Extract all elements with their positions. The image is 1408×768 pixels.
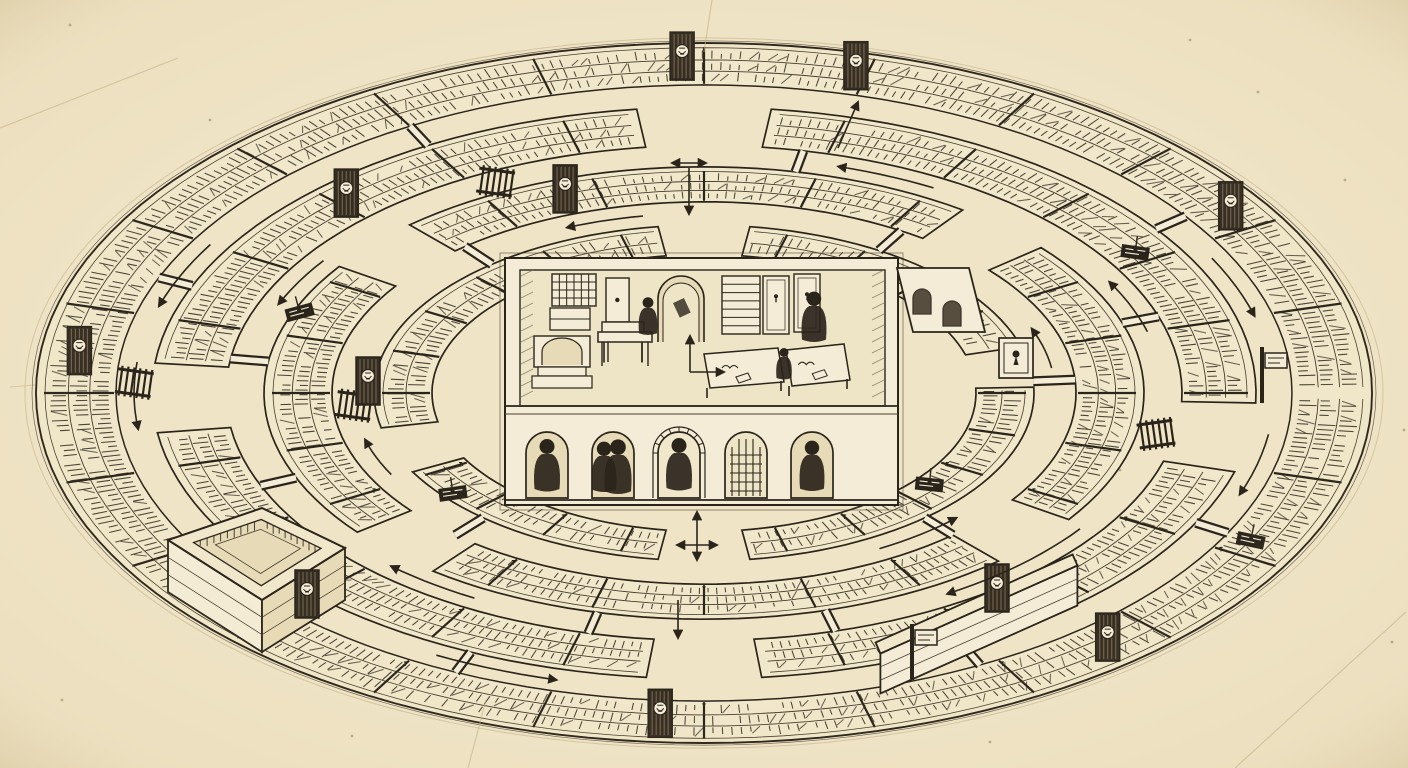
- paper-speck: [154, 558, 158, 562]
- signpost-pole: [910, 624, 914, 680]
- monk-robe: [638, 308, 658, 335]
- door: [647, 688, 673, 739]
- monk-robe: [604, 455, 632, 494]
- monk-head: [804, 440, 820, 455]
- panel-keyhole: [774, 294, 778, 299]
- monk-robe: [776, 357, 792, 380]
- paper-speck: [68, 23, 72, 27]
- hearth-base: [531, 375, 593, 389]
- monk-head: [779, 348, 789, 357]
- monk-head: [642, 297, 654, 308]
- door: [333, 168, 360, 218]
- paper-speck: [1390, 640, 1394, 644]
- door: [355, 356, 381, 406]
- furniture-shelfbox: [549, 307, 591, 331]
- monk-head: [671, 438, 687, 453]
- partition-wall-top: [1033, 376, 1076, 385]
- right-annex-arch-window: [912, 288, 932, 315]
- paper-speck: [1256, 90, 1260, 94]
- furniture-archdoor: [657, 275, 705, 342]
- door-emblem: [1100, 624, 1115, 640]
- door-emblem: [1223, 193, 1238, 208]
- paper-speck: [1118, 468, 1122, 472]
- door-emblem: [360, 368, 376, 384]
- furniture-panel: [762, 275, 790, 335]
- monk-head: [539, 439, 555, 454]
- door: [66, 325, 93, 376]
- door: [669, 31, 695, 81]
- door: [1094, 612, 1121, 662]
- monk-head: [806, 291, 822, 306]
- furniture-slats: [721, 275, 761, 335]
- monk-head: [596, 441, 612, 456]
- hearth-slab: [537, 366, 587, 377]
- door: [843, 40, 869, 91]
- furniture-hearth: [531, 335, 593, 389]
- door-emblem: [848, 53, 864, 68]
- right-annex-wall: [895, 267, 987, 333]
- door-emblem: [653, 701, 668, 716]
- door-emblem: [339, 181, 354, 196]
- paper-speck: [208, 118, 212, 122]
- door: [552, 164, 578, 214]
- door: [294, 569, 320, 619]
- desk-top: [703, 347, 785, 389]
- keyhole-wall-panel: [998, 337, 1034, 379]
- door: [1217, 181, 1244, 231]
- signpost-pole: [1260, 347, 1264, 403]
- paper-speck: [350, 734, 354, 738]
- right-annex-arch-window: [942, 300, 962, 327]
- chair-keyhole: [615, 297, 620, 303]
- signpost-board: [914, 629, 938, 646]
- paper-speck: [60, 698, 64, 702]
- paper-speck: [1402, 428, 1406, 432]
- door-emblem: [989, 575, 1005, 591]
- signpost-board: [1264, 352, 1288, 369]
- furniture-grid: [551, 273, 597, 307]
- door-emblem: [72, 338, 87, 353]
- door-emblem: [557, 176, 573, 191]
- partition-wall-top: [230, 355, 269, 365]
- desk-top: [785, 343, 851, 387]
- hearth-dome: [541, 337, 583, 365]
- paper-speck: [1188, 38, 1192, 42]
- monk-robe: [801, 306, 827, 342]
- monk-head: [610, 439, 626, 456]
- door-emblem: [674, 43, 690, 59]
- monk-robe: [799, 455, 825, 491]
- paper-speck: [1343, 178, 1347, 182]
- door-emblem: [299, 581, 315, 597]
- monk-robe: [534, 454, 560, 492]
- monk-robe: [666, 453, 692, 491]
- paper-speck: [988, 740, 992, 744]
